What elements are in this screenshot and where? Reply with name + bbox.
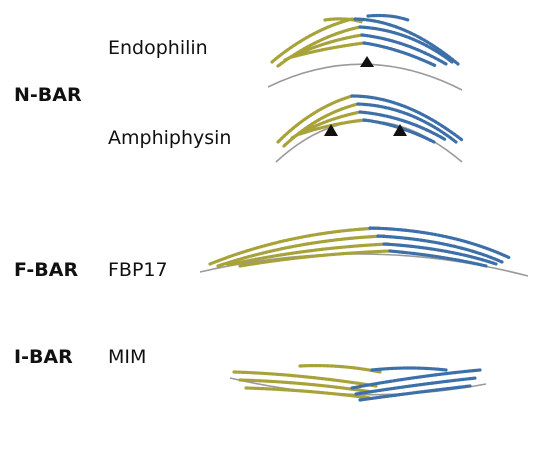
mim-structure xyxy=(229,364,487,402)
membrane-curve xyxy=(267,63,463,91)
helix-bundle-blue xyxy=(350,94,464,144)
helix-bundle-yellow xyxy=(276,94,366,148)
fbp17-structure xyxy=(199,226,529,277)
family-label-f-bar: F-BAR xyxy=(14,259,79,281)
helix-bundle-blue xyxy=(350,366,482,402)
protein-label-amphiphysin: Amphiphysin xyxy=(108,127,232,149)
family-label-i-bar: I-BAR xyxy=(14,346,73,368)
family-label-n-bar: N-BAR xyxy=(14,84,82,106)
helix-bundle-yellow xyxy=(208,226,392,268)
helix-bundle-yellow xyxy=(270,17,366,68)
protein-label-fbp17: FBP17 xyxy=(108,259,168,281)
marker-triangle xyxy=(393,124,407,136)
marker-triangle xyxy=(360,56,374,67)
helix-bundle-blue xyxy=(368,226,512,268)
protein-label-endophilin: Endophilin xyxy=(108,37,208,59)
amphiphysin-structure xyxy=(275,94,464,163)
helix-bundle-blue xyxy=(353,13,460,68)
protein-label-mim: MIM xyxy=(108,346,147,368)
marker-triangle xyxy=(324,124,338,136)
endophilin-structure xyxy=(267,13,463,91)
